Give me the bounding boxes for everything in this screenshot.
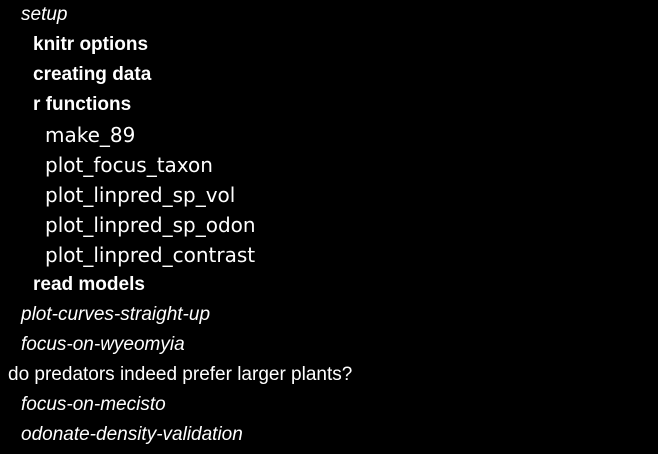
outline-item-creating-data[interactable]: creating data <box>33 64 152 85</box>
outline-item-predators-question[interactable]: do predators indeed prefer larger plants… <box>8 364 353 385</box>
outline-item-plot-linpred-sp-vol[interactable]: plot_linpred_sp_vol <box>45 183 236 207</box>
outline-item-setup[interactable]: setup <box>21 4 68 25</box>
outline-item-r-functions[interactable]: r functions <box>33 94 132 115</box>
outline-item-focus-on-wyeomyia[interactable]: focus-on-wyeomyia <box>21 334 185 355</box>
outline-item-knitr-options[interactable]: knitr options <box>33 34 149 55</box>
outline-item-focus-on-mecisto[interactable]: focus-on-mecisto <box>21 394 166 415</box>
outline-item-plot-focus-taxon[interactable]: plot_focus_taxon <box>45 153 213 177</box>
outline-item-odonate-density-validation[interactable]: odonate-density-validation <box>21 424 243 445</box>
outline-item-read-models[interactable]: read models <box>33 274 145 295</box>
outline-item-plot-linpred-sp-odon[interactable]: plot_linpred_sp_odon <box>45 213 256 237</box>
outline-item-make-89[interactable]: make_89 <box>45 123 136 147</box>
outline-item-plot-linpred-contrast[interactable]: plot_linpred_contrast <box>45 243 256 267</box>
outline-item-plot-curves-straight-up[interactable]: plot-curves-straight-up <box>21 304 211 325</box>
